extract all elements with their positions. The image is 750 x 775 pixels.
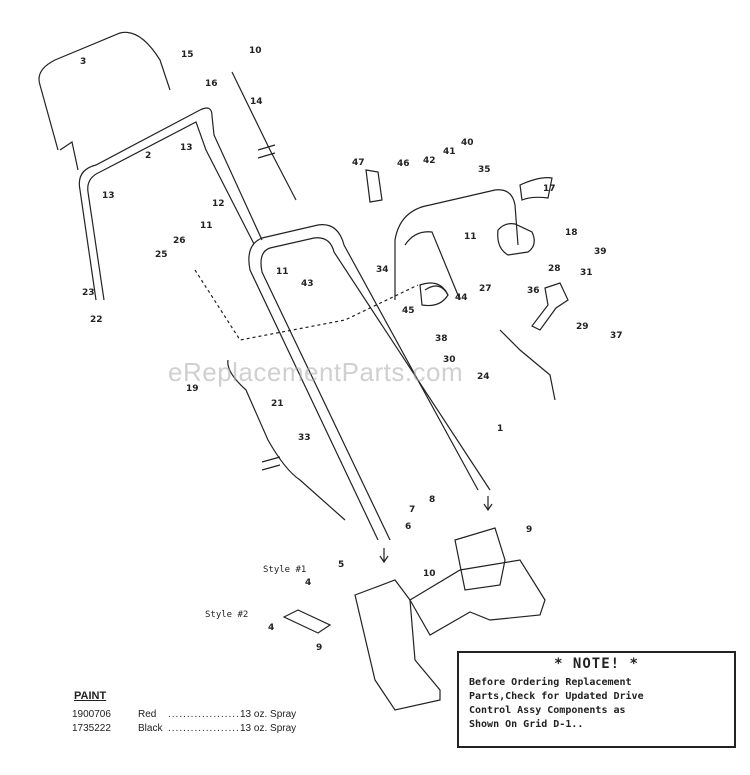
callout-label: 46: [397, 159, 410, 169]
spring-17-part: [519, 177, 553, 201]
style2-bracket-part: [282, 609, 332, 634]
callout-label: 2: [145, 151, 151, 161]
drive-roller-part: [497, 223, 535, 256]
callout-label: 9: [526, 525, 532, 535]
callout-label: 44: [455, 293, 468, 303]
callout-label: 21: [271, 399, 284, 409]
callout-label: 6: [405, 522, 411, 532]
cable-14-part: [231, 71, 297, 201]
paint-table: PAINT 1900706 Red ................... 13…: [72, 690, 296, 736]
callout-label: 26: [173, 236, 186, 246]
callout-label: 12: [212, 199, 225, 209]
paint-spec: 13 oz. Spray: [240, 723, 297, 734]
callout-label: 29: [576, 322, 589, 332]
callout-label: 27: [479, 284, 492, 294]
control-cable-part: [38, 31, 171, 171]
down-arrow-icon: [379, 548, 389, 564]
callout-label: 43: [301, 279, 314, 289]
paint-heading: PAINT: [74, 690, 107, 702]
callout-label: 9: [316, 643, 322, 653]
break-mark-icon: [261, 456, 281, 471]
deck-bracket-part: [409, 559, 546, 636]
paint-row: 1735222 Black ................... 13 oz.…: [72, 722, 296, 736]
callout-label: 7: [409, 505, 415, 515]
lever-28-part: [531, 282, 569, 331]
note-text: Before Ordering Replacement Parts,Check …: [469, 677, 644, 730]
callout-label: 11: [464, 232, 477, 242]
callout-label: 47: [352, 158, 365, 168]
lower-handle-part: [260, 237, 491, 541]
callout-label: 16: [205, 79, 218, 89]
paint-color: Red: [138, 709, 157, 720]
link-rod-part: [499, 329, 556, 401]
callout-label: 22: [90, 315, 103, 325]
callout-label: 15: [181, 50, 194, 60]
style-2-label: Style #2: [205, 610, 248, 620]
callout-label: 31: [580, 268, 593, 278]
callout-label: 30: [443, 355, 456, 365]
paint-color: Black: [138, 723, 163, 734]
callout-label: 23: [82, 288, 95, 298]
callout-label: 14: [250, 97, 263, 107]
paint-dots: ...................: [168, 709, 240, 720]
callout-label: 11: [200, 221, 213, 231]
drive-cable-part: [227, 359, 346, 521]
callout-label: 3: [80, 57, 86, 67]
watermark: eReplacementParts.com: [168, 357, 464, 387]
paint-dots: ...................: [168, 723, 240, 734]
callout-label: 13: [180, 143, 193, 153]
callout-label: 28: [548, 264, 561, 274]
callout-label: 4: [305, 578, 311, 588]
callout-label: 1: [497, 424, 503, 434]
callout-label: 37: [610, 331, 623, 341]
upper-handle-part: [87, 121, 255, 301]
callout-label: 11: [276, 267, 289, 277]
callout-label: 19: [186, 384, 199, 394]
bracket-47-part: [365, 169, 383, 203]
paint-code: 1900706: [72, 709, 111, 720]
callout-label: 17: [543, 184, 556, 194]
paint-spec: 13 oz. Spray: [240, 709, 297, 720]
callout-label: 34: [376, 265, 389, 275]
callout-label: 18: [565, 228, 578, 238]
callout-label: 5: [338, 560, 344, 570]
upper-handle-part: [78, 107, 263, 301]
callout-label: 33: [298, 433, 311, 443]
callout-label: 45: [402, 306, 415, 316]
callout-label: 4: [268, 623, 274, 633]
callout-label: 35: [478, 165, 491, 175]
paint-row: 1900706 Red ................... 13 oz. S…: [72, 708, 296, 722]
style-1-label: Style #1: [263, 565, 306, 575]
roller-part: [419, 282, 449, 307]
callout-label: 40: [461, 138, 474, 148]
lower-handle-part: [248, 224, 479, 541]
dashed-guide: [194, 269, 419, 341]
callout-label: 38: [435, 334, 448, 344]
callout-label: 39: [594, 247, 607, 257]
callout-label: 25: [155, 250, 168, 260]
callout-label: 42: [423, 156, 436, 166]
callout-label: 13: [102, 191, 115, 201]
callout-label: 24: [477, 372, 490, 382]
down-arrow-icon: [483, 496, 493, 512]
callout-label: 8: [429, 495, 435, 505]
deck-bracket-part: [454, 527, 506, 591]
paint-code: 1735222: [72, 723, 111, 734]
callout-label: 10: [249, 46, 262, 56]
callout-label: 10: [423, 569, 436, 579]
deck-bracket-part: [354, 579, 441, 711]
callout-label: 36: [527, 286, 540, 296]
callout-label: 41: [443, 147, 456, 157]
note-title: * NOTE! *: [554, 656, 639, 672]
break-mark-icon: [257, 144, 276, 159]
note-box: * NOTE! * Before Ordering Replacement Pa…: [457, 651, 736, 748]
